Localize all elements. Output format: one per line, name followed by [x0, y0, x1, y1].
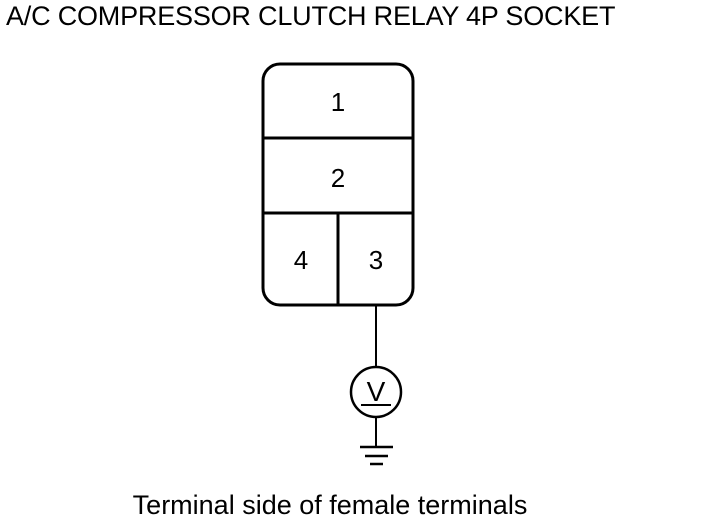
diagram-title: A/C COMPRESSOR CLUTCH RELAY 4P SOCKET — [6, 1, 616, 31]
ground-icon — [360, 445, 393, 466]
terminal-2-label: 2 — [331, 163, 345, 193]
terminal-1-label: 1 — [331, 87, 345, 117]
relay-socket-connector — [261, 62, 415, 307]
terminal-3-label: 3 — [369, 245, 383, 275]
diagram-caption: Terminal side of female terminals — [132, 490, 528, 520]
terminal-4-label: 4 — [294, 245, 308, 275]
voltmeter-icon: V — [349, 365, 403, 419]
voltmeter-symbol: V — [367, 376, 386, 407]
